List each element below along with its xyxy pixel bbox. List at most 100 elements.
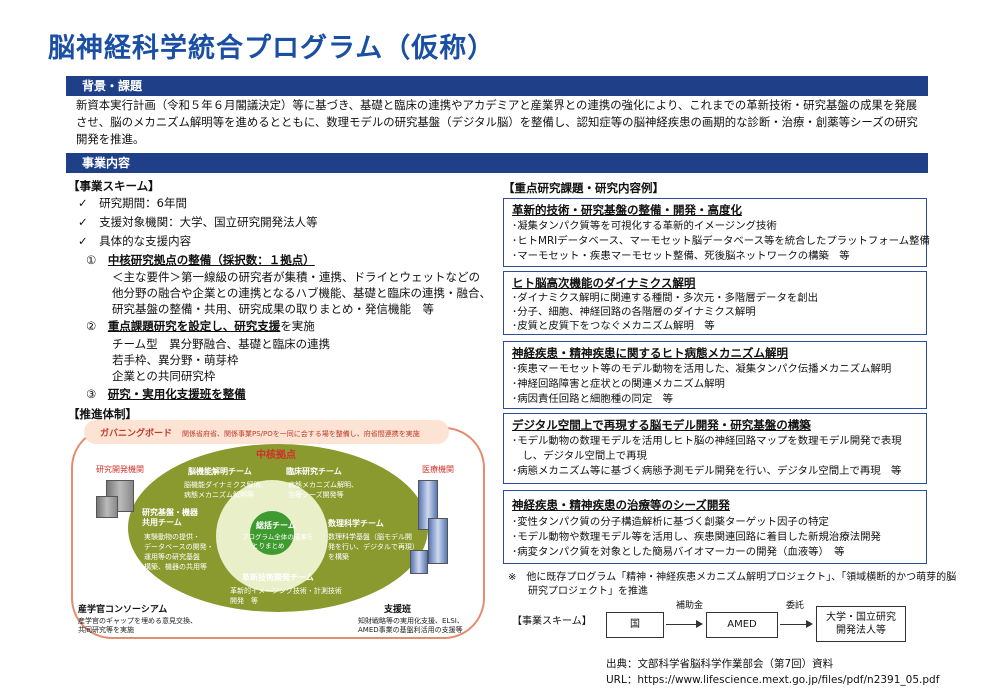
sub2-line: 企業との共同研究枠 — [112, 369, 216, 383]
sub2-line: チーム型 異分野融合、基礎と臨床の連携 — [112, 337, 331, 351]
right-org-label: 医療機関 — [422, 465, 454, 474]
priority-box-line: ･皮質と皮質下をつなぐメカニズム解明 等 — [512, 320, 715, 332]
team1-desc: 病態メカニズム解明等 — [184, 491, 254, 499]
center-circle — [250, 511, 294, 555]
arrow-line — [780, 624, 808, 625]
arrow-head-icon — [696, 620, 703, 628]
team4-desc: を構築 — [328, 553, 349, 561]
priority-box-1: 革新的技術・研究基盤の整備・開発・高度化 ･凝集タンパク質等を可視化する革新的イ… — [503, 198, 930, 267]
priority-box-line: ･凝集タンパク質等を可視化する革新的イメージング技術 — [512, 220, 777, 232]
team4-label: 数理科学チーム — [328, 519, 384, 528]
sub3-row: ③ 研究・実用化支援班を整備 — [86, 387, 246, 401]
industry-desc: 産学官のギャップを埋める意見交換、 — [78, 617, 197, 625]
scheme-item: ✓ 支援対象機関：大学、国立研究開発法人等 — [78, 215, 318, 229]
background-header: 背景・課題 — [66, 76, 928, 96]
priority-box-line: ･変性タンパク質の分子構造解析に基づく創薬ターゲット因子の特定 — [512, 516, 829, 528]
sub1-line: 研究基盤の整備・共用、研究成果の取りまとめ・発信機能 等 — [112, 302, 434, 316]
priority-box-title: デジタル空間上で再現する脳モデル開発・研究基盤の構築 — [512, 418, 811, 432]
scheme-heading: 【事業スキーム】 — [68, 179, 160, 193]
industry-desc: 共同研究等を実施 — [78, 626, 134, 634]
priority-box-title: ヒト脳高次機能のダイナミクス解明 — [512, 276, 696, 290]
sub3-title: 研究・実用化支援班を整備 — [107, 387, 246, 401]
priority-box-line: ･ヒトMRIデータベース、マーモセット脳データベース等を統合したプラットフォーム… — [512, 235, 930, 247]
team1-label: 脳機能解明チーム — [188, 467, 252, 476]
center-desc: とりまとめ — [252, 542, 285, 550]
sub2-row: ② 重点課題研究を設定し、研究支援を実施 — [86, 319, 315, 333]
structure-heading: 【推進体制】 — [68, 407, 137, 421]
industry-label: 産学官コンソーシアム — [78, 605, 168, 615]
building-icon — [96, 496, 118, 518]
priority-note: ※ 他に既存プログラム「精神・神経疾患メカニズム解明プロジェクト」、「領域横断的… — [508, 572, 957, 583]
sub1-row: ① 中核研究拠点の整備（採択数：１拠点） — [86, 253, 315, 267]
priority-box-line: ･モデル動物や数理モデル等を活用し、疾患関連回路に着目した新規治療法開発 — [512, 531, 881, 543]
flow-node-amed: AMED — [706, 612, 778, 638]
team2-desc: 病態メカニズム解明、 — [288, 481, 358, 489]
source-url: URL：https://www.lifescience.mext.go.jp/f… — [606, 674, 940, 686]
team2-label: 臨床研究チーム — [286, 467, 342, 476]
priority-box-title: 神経疾患・精神疾患の治療等のシーズ開発 — [512, 498, 730, 512]
source-line: 出典：文部科学省脳科学作業部会（第7回）資料 — [606, 658, 834, 670]
team3-desc: データベースの開発・ — [144, 543, 214, 551]
sub1-line: 他分野の融合や企業との連携となるハブ機能、基礎と臨床の連携・融合、 — [112, 286, 492, 300]
left-org-label: 研究開発機関 — [96, 465, 144, 474]
priority-heading: 【重点研究課題・研究内容例】 — [503, 181, 664, 195]
flow-arrow-label: 補助金 — [676, 601, 704, 611]
team1-desc: 脳機能ダイナミクス解明、 — [184, 481, 268, 489]
team4-desc: 数理科学基盤（脳モデル開 — [328, 533, 412, 541]
arrow-head-icon — [806, 620, 813, 628]
support-desc: AMED事業の基盤利活用の支援等 — [358, 626, 463, 634]
structure-diagram: ガバニングボード 関係省府省、関係事業PS/POを一同に会する場を整備し、府省間… — [66, 420, 491, 644]
core-label: 中核拠点 — [256, 450, 296, 461]
content-header: 事業内容 — [66, 153, 928, 173]
flow-arrow-label: 委託 — [786, 601, 805, 611]
support-desc: 知財戦略等の実用化支援、ELSI、 — [358, 617, 464, 625]
priority-box-line: ･分子、細胞、神経回路の各階層のダイナミクス解明 — [512, 306, 756, 318]
governance-desc: 関係省府省、関係事業PS/POを一同に会する場を整備し、府省間連携を実施 — [182, 430, 420, 438]
priority-box-line: ･病態メカニズム等に基づく病態予測モデル開発を行い、デジタル空間上で再現 等 — [512, 465, 902, 477]
priority-box-2: ヒト脳高次機能のダイナミクス解明 ･ダイナミクス解明に関連する種間・多次元・多階… — [503, 271, 927, 335]
arrow-line — [666, 624, 698, 625]
center-desc: プログラム全体の成果を — [242, 533, 314, 541]
priority-box-line: ･モデル動物の数理モデルを活用しヒト脳の神経回路マップを数理モデル開発で表現 — [512, 435, 902, 447]
priority-box-4: デジタル空間上で再現する脳モデル開発・研究基盤の構築 ･モデル動物の数理モデルを… — [503, 413, 927, 484]
sub1-line: ＜主な要件＞第一線級の研究者が集積・連携、ドライとウェットなどの — [112, 270, 480, 284]
background-text: 新資本実行計画（令和５年６月閣議決定）等に基づき、基礎と臨床の連携やアカデミアと… — [76, 98, 918, 146]
hospital-icon — [410, 550, 428, 574]
diagram-shapes — [71, 427, 485, 639]
priority-box-line: ･疾患マーモセット等のモデル動物を活用した、凝集タンパク伝播メカニズム解明 — [512, 363, 892, 375]
priority-box-line: ･マーモセット・疾患マーモセット整備、死後脳ネットワークの構築 等 — [512, 250, 850, 262]
priority-box-title: 革新的技術・研究基盤の整備・開発・高度化 — [512, 203, 742, 217]
priority-box-5: 神経疾患・精神疾患の治療等のシーズ開発 ･変性タンパク質の分子構造解析に基づく創… — [503, 490, 927, 564]
governance-title: ガバニングボード — [100, 429, 173, 439]
sub2-title: 重点課題研究を設定し、研究支援 — [107, 319, 281, 333]
team5-label: 革新技術開発チーム — [242, 573, 314, 582]
center-label: 総括チーム — [256, 521, 296, 530]
scheme-item: ✓ 具体的な支援内容 — [78, 234, 192, 248]
team3-desc: 実験動物の提供・ — [144, 533, 200, 541]
priority-box-line: ･病因責任回路と細胞種の同定 等 — [512, 393, 674, 405]
priority-box-title: 神経疾患・精神疾患に関するヒト病態メカニズム解明 — [512, 346, 788, 360]
flow-node-university: 大学・国立研究 開発法人等 — [816, 606, 906, 642]
team2-desc: 治療シーズ開発等 — [288, 491, 344, 499]
flow-label: 【事業スキーム】 — [512, 616, 592, 627]
team3-label: 研究基盤・機器共用チーム — [142, 508, 198, 527]
team3-desc: 構築、機器の共用等 — [144, 563, 207, 571]
support-label: 支援班 — [384, 605, 412, 615]
hospital-icon — [428, 518, 448, 564]
scheme-item: ✓ 研究期間：6年間 — [78, 196, 187, 210]
priority-note: 研究プロジェクト」を推進 — [508, 586, 648, 597]
sub1-title: 中核研究拠点の整備（採択数：１拠点） — [107, 253, 315, 267]
sub2-line: 若手枠、異分野・萌芽枠 — [112, 353, 239, 367]
priority-box-3: 神経疾患・精神疾患に関するヒト病態メカニズム解明 ･疾患マーモセット等のモデル動… — [503, 341, 927, 409]
team3-desc: 運用等の研究基盤 — [144, 553, 200, 561]
priority-box-line: ･病変タンパク質を対象とした簡易バイオマーカーの開発（血液等） 等 — [512, 546, 845, 558]
page-title: 脳神経科学統合プログラム（仮称） — [48, 33, 496, 64]
governance-board — [84, 420, 449, 444]
flow-node-govt: 国 — [606, 612, 664, 638]
priority-box-line: し、デジタル空間上で再現 — [512, 450, 647, 462]
priority-box-line: ･ダイナミクス解明に関連する種間・多次元・多階層データを創出 — [512, 292, 819, 304]
team4-desc: 発を行い、デジタルで再現） — [328, 543, 419, 551]
team5-desc: 開発 等 — [230, 597, 258, 605]
priority-box-line: ･神経回路障害と症状との関連メカニズム解明 — [512, 378, 725, 390]
team5-desc: 革新的イメージング技術・計測技術 — [230, 587, 342, 595]
